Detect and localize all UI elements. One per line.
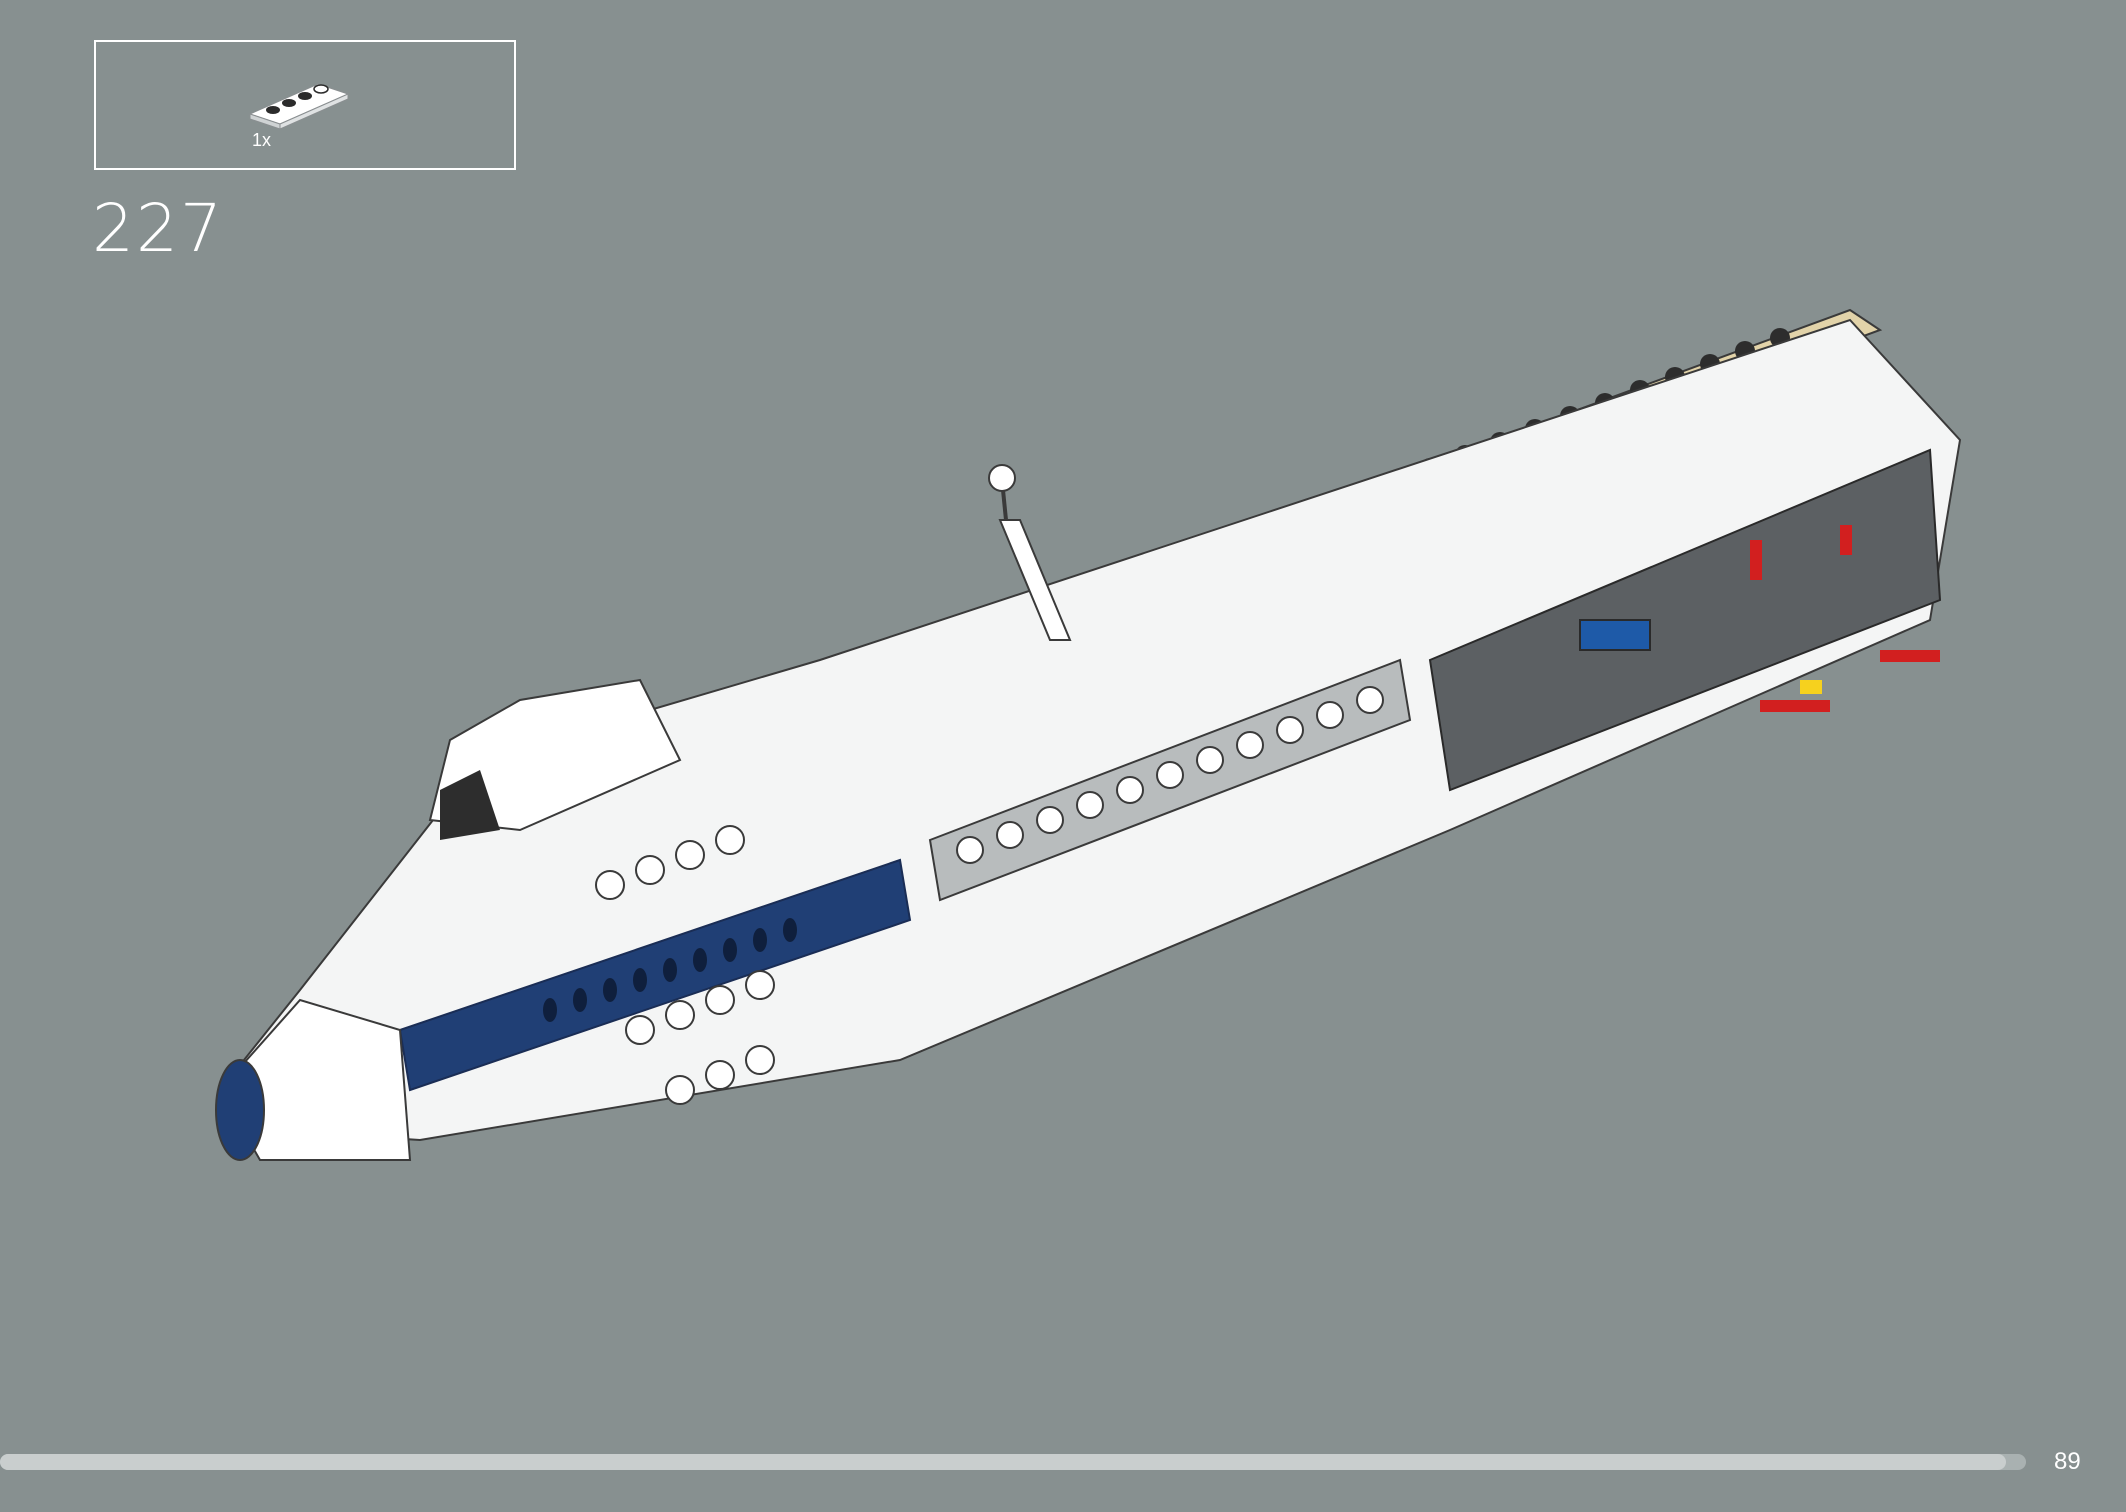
space-shuttle-model-icon [215,308,1962,1161]
progress-bar [0,1454,2026,1470]
parts-list-box: 1x [94,40,516,170]
page-number: 89 [2054,1448,2081,1475]
white-plate-1x4-icon [248,83,350,130]
step-number: 227 [92,190,224,267]
part-quantity: 1x [252,130,272,150]
progress-bar-fill [0,1454,2006,1470]
